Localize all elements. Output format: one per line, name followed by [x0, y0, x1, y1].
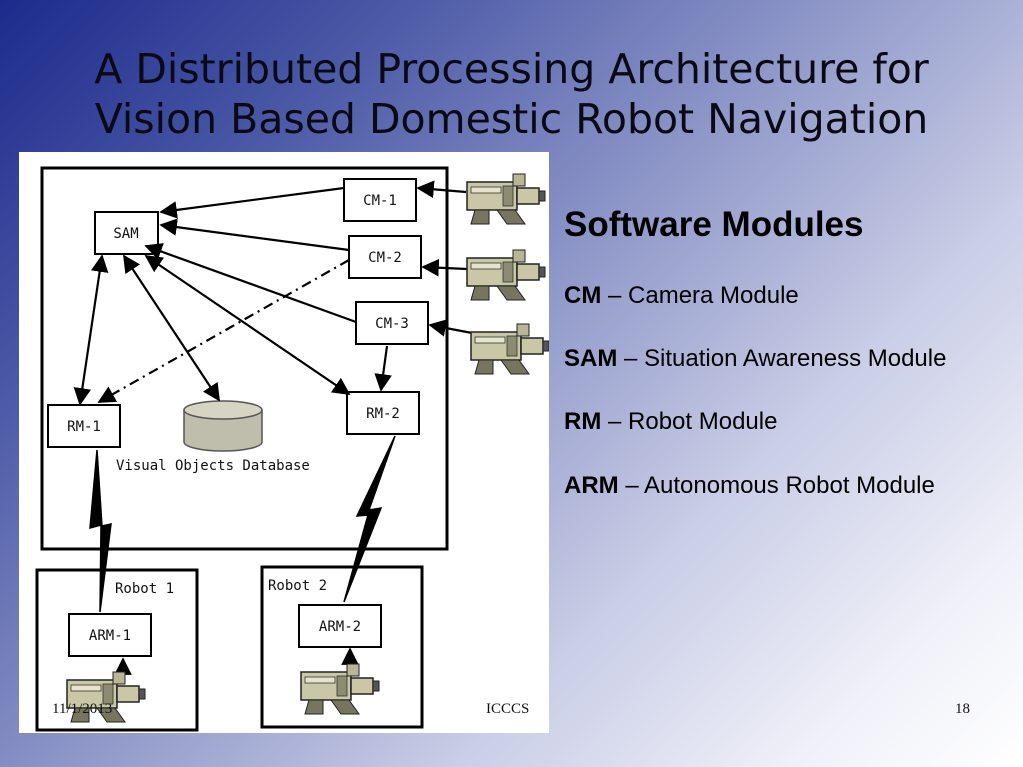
arrow-cm3-rm2 [374, 345, 392, 392]
architecture-diagram: SAM CM-1 CM-2 CM-3 RM-1 RM-2 ARM-1 ARM-2… [19, 152, 549, 733]
cm1-label: CM-1 [363, 193, 397, 209]
arrow-sam-rm1 [73, 254, 109, 406]
slide-title: A Distributed Processing Architecture fo… [0, 44, 1023, 144]
legend-sep: – [601, 408, 629, 435]
legend-sep: – [618, 472, 645, 499]
arrow-camera2-cm2 [421, 258, 468, 277]
legend-desc: Situation Awareness Module [644, 345, 947, 372]
legend-sep: – [617, 345, 645, 372]
arm1-label: ARM-1 [89, 628, 131, 644]
robot-1-box [35, 568, 199, 732]
legend-desc: Robot Module [628, 408, 778, 435]
legend-abbr: ARM [564, 472, 619, 499]
legend-desc: Autonomous Robot Module [644, 472, 935, 499]
title-line-1: A Distributed Processing Architecture fo… [94, 45, 929, 93]
arm1-box [68, 613, 152, 657]
cm2-label: CM-2 [368, 250, 402, 266]
legend-item-arm: ARM – Autonomous Robot Module [564, 472, 935, 500]
rm2-box [346, 391, 420, 435]
footer-page-number: 18 [955, 701, 970, 717]
robot-1-label: Robot 1 [115, 581, 174, 597]
database-label: Visual Objects Database [116, 458, 310, 474]
footer-conference: ICCCS [486, 701, 530, 717]
title-line-2: Vision Based Domestic Robot Navigation [94, 95, 929, 143]
footer-date: 11/1/2013 [52, 701, 113, 717]
arrow-cm2-rm1-dashed [97, 259, 350, 403]
legend-title: Software Modules [564, 205, 864, 244]
legend-item-sam: SAM – Situation Awareness Module [564, 345, 946, 373]
rm1-box [47, 404, 121, 448]
legend-item-cm: CM – Camera Module [564, 282, 799, 310]
arrow-cm2-sam [159, 218, 350, 252]
arm2-label: ARM-2 [319, 619, 361, 635]
robot-2-camera-icon [300, 663, 380, 715]
legend-abbr: RM [564, 408, 602, 435]
cm3-box [355, 301, 429, 345]
database-cylinder [183, 400, 263, 452]
robot-2-label: Robot 2 [268, 578, 327, 594]
legend-abbr: SAM [564, 345, 618, 372]
arrow-sam-database [123, 254, 220, 402]
arrow-cm3-sam [144, 243, 357, 324]
camera-1-icon [466, 173, 546, 225]
robot-2-box [260, 565, 424, 729]
legend-item-rm: RM – Robot Module [564, 408, 777, 436]
central-system-box [40, 166, 449, 551]
legend-sep: – [601, 282, 629, 309]
cm1-box [343, 178, 417, 222]
arrow-sam-rm2 [144, 255, 351, 395]
arrow-camera1-cm1 [416, 180, 467, 199]
arrow-cm1-sam [159, 186, 345, 219]
cm2-box [348, 235, 422, 279]
arm2-box [298, 604, 382, 648]
arrow-camera3-cm3 [428, 319, 473, 337]
wireless-link-rm2-arm2 [343, 435, 396, 603]
legend-abbr: CM [564, 282, 602, 309]
rm2-label: RM-2 [366, 406, 400, 422]
cm3-label: CM-3 [375, 316, 409, 332]
camera-2-icon [466, 249, 546, 301]
wireless-link-rm1-arm1 [89, 449, 112, 613]
rm1-label: RM-1 [67, 419, 101, 435]
legend-desc: Camera Module [628, 282, 799, 309]
camera-3-icon [470, 323, 549, 375]
sam-label: SAM [113, 226, 138, 242]
